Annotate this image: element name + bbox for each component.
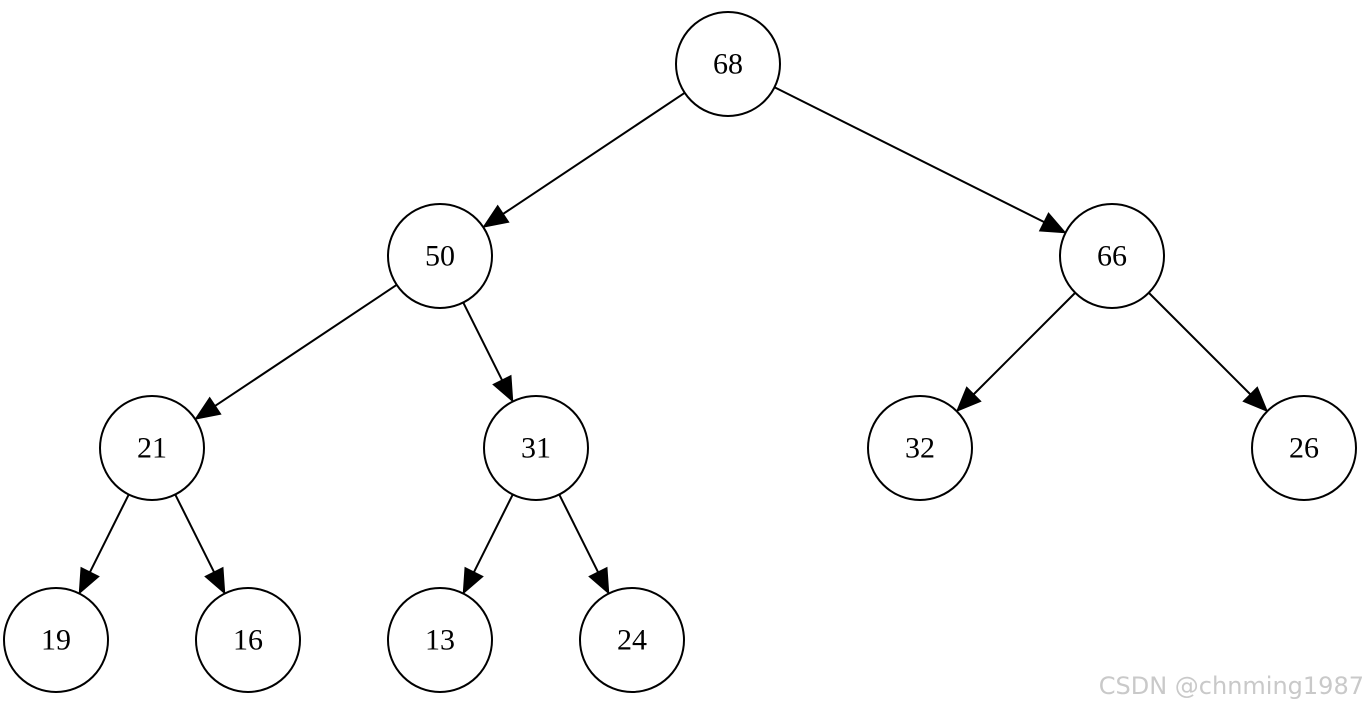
edge-21-to-16	[174, 494, 226, 595]
tree-node-13: 13	[387, 587, 493, 693]
node-circle	[483, 395, 589, 501]
node-label: 31	[521, 432, 551, 465]
tree-node-19: 19	[3, 587, 109, 693]
node-circle	[99, 395, 205, 501]
edge-31-to-24	[558, 494, 610, 595]
watermark: CSDN @chnming1987	[1098, 672, 1364, 700]
node-circle	[3, 587, 109, 693]
node-circle	[387, 587, 493, 693]
tree-node-16: 16	[195, 587, 301, 693]
node-circle	[1059, 203, 1165, 309]
node-circle	[579, 587, 685, 693]
arrowhead-icon	[194, 396, 222, 420]
tree-node-31: 31	[483, 395, 589, 501]
node-label: 26	[1289, 432, 1319, 465]
tree-node-68: 68	[675, 11, 781, 117]
tree-node-50: 50	[387, 203, 493, 309]
node-label: 16	[233, 624, 263, 657]
node-circle	[1251, 395, 1357, 501]
node-label: 21	[137, 432, 167, 465]
edge-line	[214, 284, 398, 407]
node-circle	[867, 395, 973, 501]
arrowhead-icon	[78, 566, 100, 595]
edge-line	[558, 494, 599, 573]
arrowhead-icon	[1242, 386, 1269, 413]
node-circle	[387, 203, 493, 309]
tree-node-21: 21	[99, 395, 205, 501]
arrowhead-icon	[462, 566, 484, 595]
arrowhead-icon	[1038, 212, 1067, 234]
edge-line	[1148, 292, 1251, 395]
arrowhead-icon	[588, 566, 610, 595]
edge-50-to-31	[462, 302, 514, 403]
edge-line	[502, 92, 686, 215]
node-label: 32	[905, 432, 935, 465]
edge-68-to-50	[482, 92, 686, 228]
arrowhead-icon	[482, 204, 510, 228]
nodes-layer: 68 50 66 21 31 32 26 19 16 13 24	[3, 11, 1357, 693]
tree-node-66: 66	[1059, 203, 1165, 309]
edge-68-to-66	[774, 86, 1067, 234]
tree-node-32: 32	[867, 395, 973, 501]
edge-line	[774, 86, 1045, 223]
tree-node-26: 26	[1251, 395, 1357, 501]
arrowhead-icon	[955, 386, 982, 413]
edge-line	[89, 494, 130, 573]
edge-66-to-26	[1148, 292, 1269, 413]
edge-50-to-21	[194, 284, 398, 420]
node-circle	[195, 587, 301, 693]
edge-31-to-13	[462, 494, 514, 595]
edge-line	[973, 292, 1076, 395]
edge-line	[174, 494, 215, 573]
node-circle	[675, 11, 781, 117]
edge-line	[473, 494, 514, 573]
edge-66-to-32	[955, 292, 1076, 413]
node-label: 13	[425, 624, 455, 657]
edge-line	[462, 302, 503, 381]
node-label: 24	[617, 624, 647, 657]
node-label: 50	[425, 240, 455, 273]
node-label: 68	[713, 48, 743, 81]
edges-layer	[78, 86, 1269, 595]
node-label: 19	[41, 624, 71, 657]
tree-node-24: 24	[579, 587, 685, 693]
node-label: 66	[1097, 240, 1127, 273]
arrowhead-icon	[492, 374, 514, 403]
arrowhead-icon	[204, 566, 226, 595]
edge-21-to-19	[78, 494, 130, 595]
